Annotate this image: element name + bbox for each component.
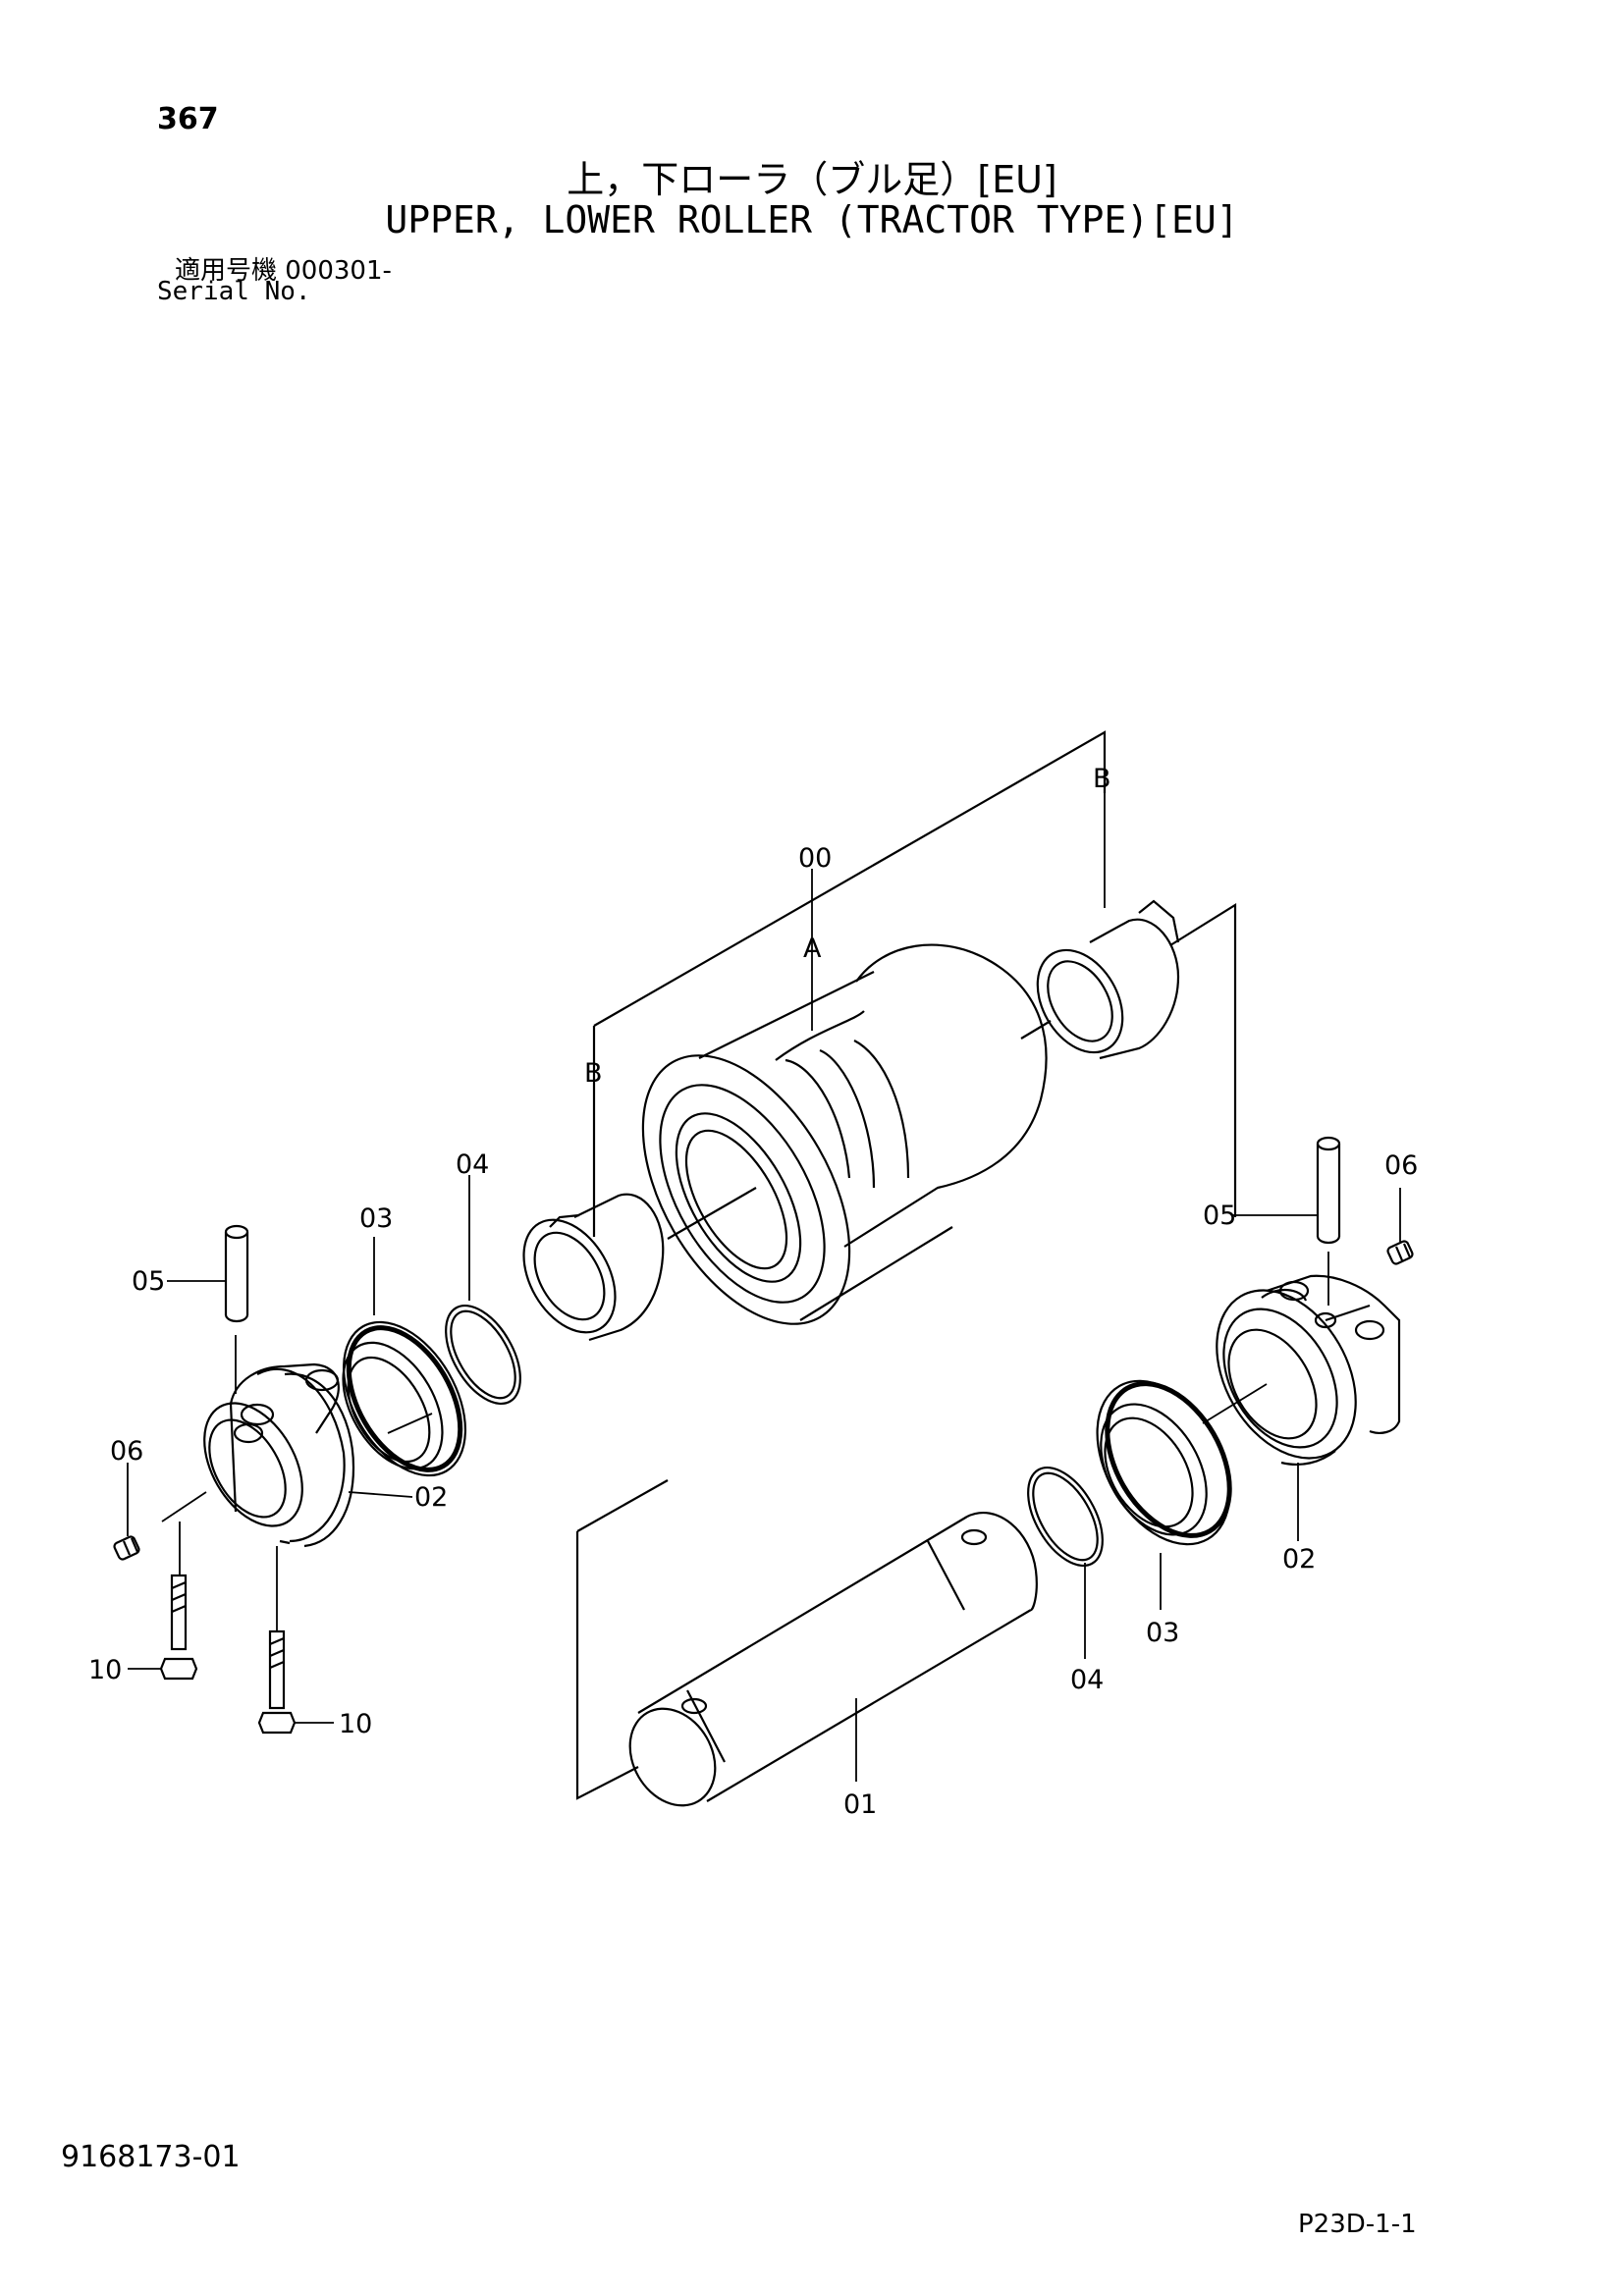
- callout-04-right: 04: [1070, 1665, 1104, 1695]
- bolt-left-b: [257, 1629, 297, 1735]
- callout-06-right: 06: [1384, 1150, 1418, 1181]
- serial-label-japanese: 適用号機 000301-: [175, 256, 392, 286]
- callout-B-left: B: [584, 1058, 603, 1089]
- callout-A: A: [803, 934, 822, 964]
- callout-05-left: 05: [132, 1266, 165, 1297]
- roller-body: [641, 943, 1048, 1325]
- bushing-left: [522, 1193, 665, 1342]
- callout-06-left: 06: [110, 1436, 143, 1467]
- title-japanese: 上，下ローラ（ブル足）[EU]: [567, 158, 1057, 201]
- page-code: P23D-1-1: [1298, 2210, 1417, 2239]
- pin-left: [224, 1224, 249, 1323]
- plug-right: [1386, 1240, 1414, 1265]
- callout-labels: 00 A B B 04 03 05 06 02 10 10 05 06 02 0…: [88, 764, 1418, 1820]
- o-ring-left: [445, 1304, 521, 1406]
- callout-02-left: 02: [414, 1482, 448, 1513]
- bushing-right: [1020, 899, 1180, 1060]
- leader-lines: [127, 793, 1401, 1782]
- bolt-left-a: [159, 1574, 198, 1681]
- callout-B-right: B: [1093, 764, 1111, 794]
- pin-right: [1316, 1136, 1341, 1245]
- callout-10-a: 10: [88, 1655, 122, 1685]
- callout-04-left: 04: [456, 1149, 489, 1180]
- callout-03-right: 03: [1146, 1618, 1179, 1648]
- callout-05-right: 05: [1203, 1201, 1236, 1231]
- title-english: UPPER, LOWER ROLLER (TRACTOR TYPE)[EU]: [385, 198, 1239, 241]
- seal-left: [342, 1320, 467, 1477]
- shaft: [628, 1511, 1038, 1807]
- seal-right: [1096, 1379, 1232, 1546]
- serial-label-english: Serial No.: [157, 277, 311, 306]
- callout-00: 00: [798, 843, 832, 874]
- o-ring-right: [1027, 1466, 1104, 1568]
- plug-left: [113, 1535, 140, 1561]
- callout-01: 01: [843, 1789, 877, 1820]
- page-number: 367: [157, 102, 219, 136]
- callout-03-left: 03: [359, 1203, 393, 1234]
- callout-02-right: 02: [1282, 1544, 1316, 1575]
- collar-left: [203, 1362, 355, 1548]
- assembly-frame: [575, 730, 1237, 1800]
- callout-10-b: 10: [339, 1709, 372, 1739]
- document-number: 9168173-01: [61, 2140, 241, 2174]
